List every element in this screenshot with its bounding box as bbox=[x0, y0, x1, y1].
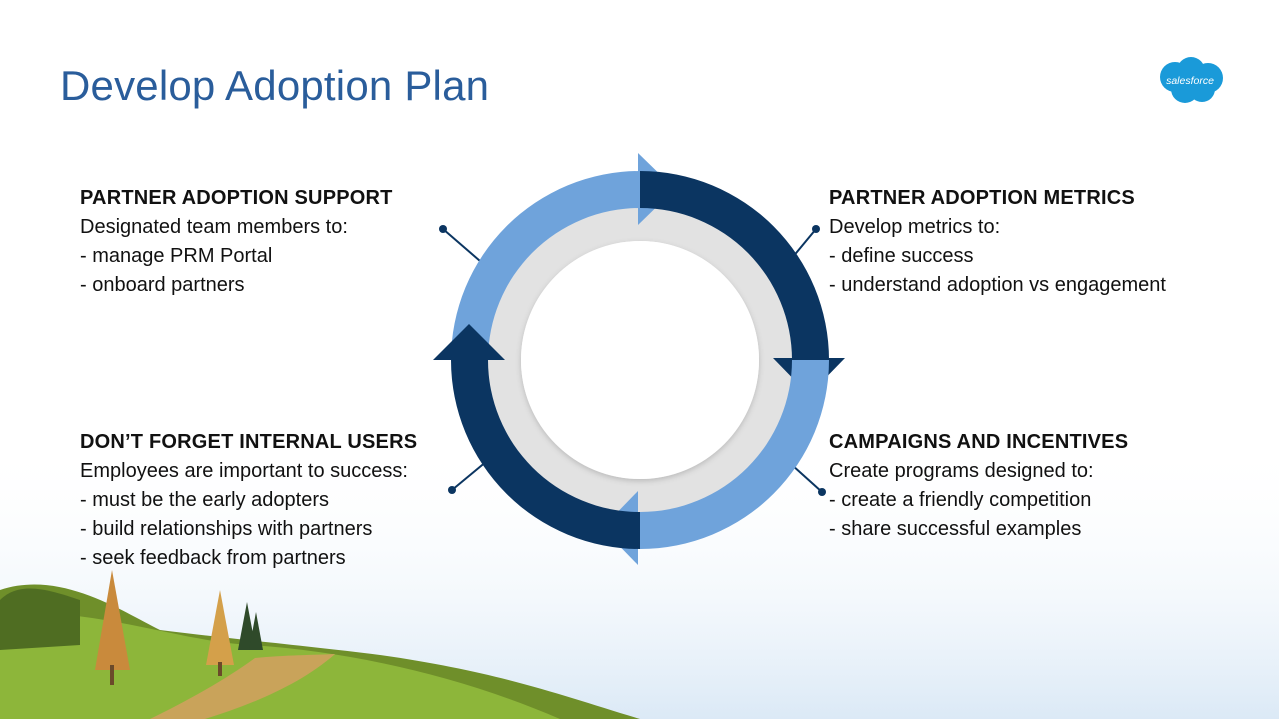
cycle-inner-disc bbox=[521, 241, 759, 479]
section-heading: CAMPAIGNS AND INCENTIVES bbox=[829, 431, 1129, 453]
section-line: - onboard partners bbox=[80, 274, 245, 296]
connector-bottom-left bbox=[448, 460, 488, 494]
section-line: Employees are important to success: bbox=[80, 460, 408, 482]
section-line: - share successful examples bbox=[829, 518, 1082, 540]
section-line: - understand adoption vs engagement bbox=[829, 274, 1166, 296]
section-line: - define success bbox=[829, 245, 974, 267]
logo-text: salesforce bbox=[1166, 75, 1214, 87]
connector-top-left bbox=[439, 225, 481, 262]
connector-bottom-right bbox=[791, 464, 826, 496]
section-heading: PARTNER ADOPTION SUPPORT bbox=[80, 187, 393, 209]
tree-icon bbox=[238, 602, 263, 650]
salesforce-logo: salesforce bbox=[1160, 57, 1223, 103]
section-line: - manage PRM Portal bbox=[80, 245, 273, 267]
section-heading: DON’T FORGET INTERNAL USERS bbox=[80, 431, 418, 453]
section-line: - build relationships with partners bbox=[80, 518, 373, 540]
section-heading: PARTNER ADOPTION METRICS bbox=[829, 187, 1135, 209]
tree-icon bbox=[206, 590, 234, 676]
section-line: - seek feedback from partners bbox=[80, 547, 346, 569]
page-title: Develop Adoption Plan bbox=[60, 62, 490, 109]
section-line: Create programs designed to: bbox=[829, 460, 1094, 482]
section-line: Designated team members to: bbox=[80, 216, 348, 238]
section-internal-users: DON’T FORGET INTERNAL USERS Employees ar… bbox=[80, 428, 417, 573]
section-line: - create a friendly competition bbox=[829, 489, 1092, 511]
connector-top-right bbox=[791, 225, 820, 259]
tree-icon bbox=[95, 570, 130, 685]
cycle-diagram bbox=[433, 153, 845, 565]
section-line: - must be the early adopters bbox=[80, 489, 330, 511]
section-campaigns-incentives: CAMPAIGNS AND INCENTIVES Create programs… bbox=[829, 428, 1128, 544]
section-line: Develop metrics to: bbox=[829, 216, 1001, 238]
section-partner-adoption-metrics: PARTNER ADOPTION METRICS Develop metrics… bbox=[829, 184, 1166, 300]
section-partner-adoption-support: PARTNER ADOPTION SUPPORT Designated team… bbox=[80, 184, 393, 300]
arrow-bottom-left bbox=[433, 324, 640, 549]
